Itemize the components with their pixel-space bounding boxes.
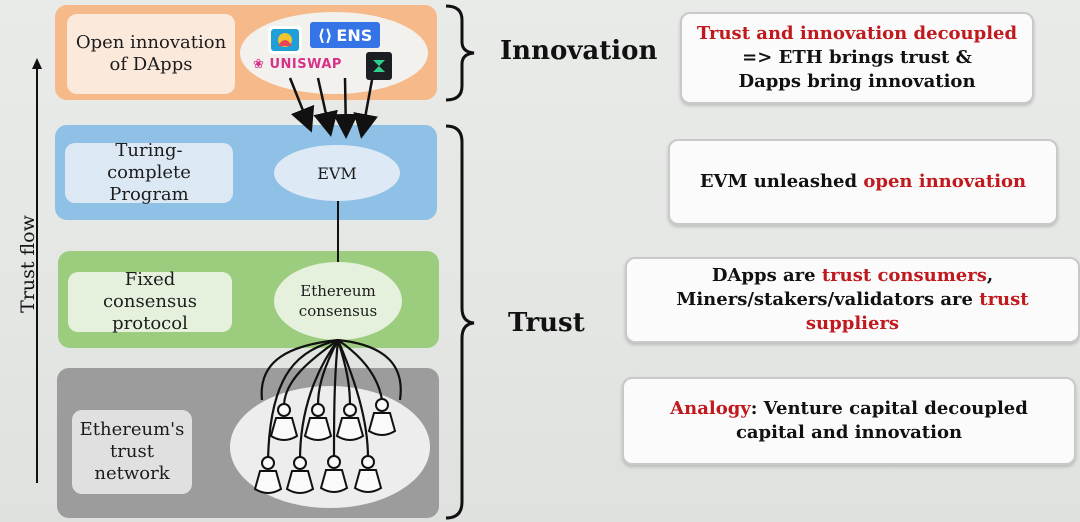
arrow-dapp-evm-3 — [333, 77, 359, 139]
callout-text: DApps are — [711, 265, 822, 286]
arrow-dapp-evm-4 — [353, 79, 378, 139]
network-nodes — [253, 398, 397, 494]
callout-text: Dapps bring innovation — [738, 71, 976, 92]
consensus-layer-label: Fixed consensus protocol — [68, 269, 232, 334]
node-icon — [319, 455, 349, 493]
callout-evm: EVM unleashed open innovation — [668, 139, 1058, 225]
trust-flow-arrow — [32, 58, 42, 483]
highlight-text: open innovation — [863, 171, 1027, 192]
unicorn-icon: ❀ — [253, 57, 265, 72]
trust-network-layer-label: Ethereum's trust network — [72, 410, 192, 494]
highlight-text: Analogy — [670, 398, 751, 419]
callout-text: => ETH brings trust & — [742, 47, 972, 68]
highlight-text: Trust and innovation decoupled — [696, 23, 1018, 44]
uniswap-logo: ❀ UNISWAP — [253, 57, 342, 72]
node-icon — [303, 403, 333, 441]
callout-line: EVM unleashed open innovation — [700, 170, 1026, 194]
node-icon — [253, 456, 283, 494]
callout-line: DApps are trust consumers, — [712, 264, 993, 288]
callout-text: Miners/stakers/validators are — [676, 289, 980, 310]
trust-bracket-label: Trust — [508, 308, 585, 338]
callout-line: Trust and innovation decoupled — [697, 22, 1017, 46]
dapp-logo-green-icon — [366, 52, 392, 80]
callout-decoupled: Trust and innovation decoupled => ETH bri… — [680, 12, 1034, 104]
node-icon — [353, 455, 383, 493]
node-icon — [269, 403, 299, 441]
ethereum-consensus-node: Ethereum consensus — [274, 262, 402, 340]
evm-node: EVM — [274, 145, 400, 201]
callout-line: capital and innovation — [736, 421, 962, 445]
arrow-dapp-evm-1 — [288, 77, 315, 133]
node-icon — [285, 456, 315, 494]
callout-line: => ETH brings trust & — [742, 46, 972, 70]
innovation-bracket-label: Innovation — [500, 36, 658, 66]
innovation-brace — [445, 4, 475, 102]
callout-line: Analogy: Venture capital decoupled — [670, 397, 1028, 421]
callout-trust-roles: DApps are trust consumers,Miners/stakers… — [625, 257, 1080, 343]
callout-line: Miners/stakers/validators are trust supp… — [627, 288, 1078, 336]
ens-logo-icon: ⟨⟩ — [317, 25, 333, 45]
innovation-layer-label: Open innovation of DApps — [67, 14, 235, 94]
highlight-text: trust suppliers — [805, 289, 1029, 334]
node-icon — [367, 398, 397, 436]
ens-logo: ⟨⟩ ENS — [310, 22, 380, 48]
callout-text: : Venture capital decoupled — [750, 398, 1028, 419]
callout-text: capital and innovation — [735, 422, 963, 443]
arrow-dapp-evm-2 — [313, 77, 338, 137]
highlight-text: trust consumers — [821, 265, 987, 286]
network-fanout — [260, 338, 402, 461]
dapp-logo-icon — [268, 26, 302, 54]
evm-layer-label: Turing-complete Program — [65, 140, 233, 205]
callout-line: Dapps bring innovation — [738, 70, 975, 94]
node-icon — [335, 403, 365, 441]
callout-text: EVM unleashed — [699, 171, 864, 192]
trust-brace — [445, 124, 475, 520]
callout-text: , — [986, 265, 994, 286]
